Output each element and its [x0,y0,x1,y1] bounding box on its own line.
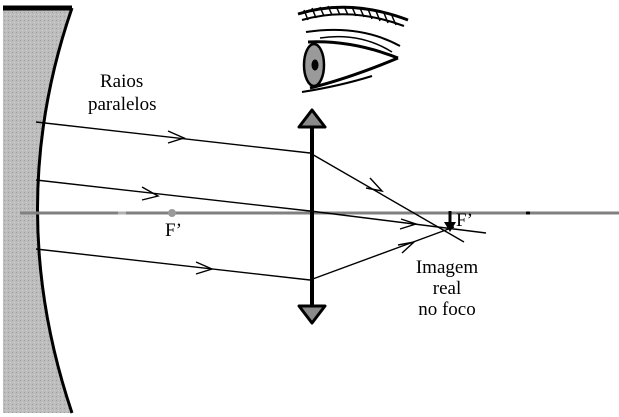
image-label-line3: no foco [418,299,476,320]
eye-icon [297,5,409,93]
refracted-rays [309,152,487,281]
focus-label-right: F’ [456,210,473,231]
ray-bottom-arrowhead [195,261,214,275]
ray-middle-refracted [309,210,487,234]
ray-top-arrowhead [167,130,186,144]
real-image-arrow [444,211,456,232]
ray-bottom-refracted [309,226,455,281]
ray-top-refracted [309,152,465,243]
rays-label-line2: paralelos [88,94,157,115]
ray-middle-refracted-arrowhead [399,218,419,230]
ray-middle [35,179,311,212]
lens-bottom-arrow [297,304,327,325]
lens-top-arrow [297,108,327,129]
focus-point-left [168,209,176,217]
ray-bottom-refracted-arrowhead [397,240,417,254]
ray-top [35,121,311,154]
focus-label-left: F’ [165,220,182,241]
ray-middle-arrowhead [141,186,160,201]
converging-lens-icon [297,108,327,325]
incoming-rays [35,121,311,281]
ray-top-refracted-arrowhead [365,177,384,193]
image-label-line1: Imagem [416,257,478,278]
rays-label-line1: Raios [100,71,143,92]
ray-bottom [35,248,311,281]
image-label-line2: real [433,278,461,299]
concave-mirror-icon [3,5,74,414]
